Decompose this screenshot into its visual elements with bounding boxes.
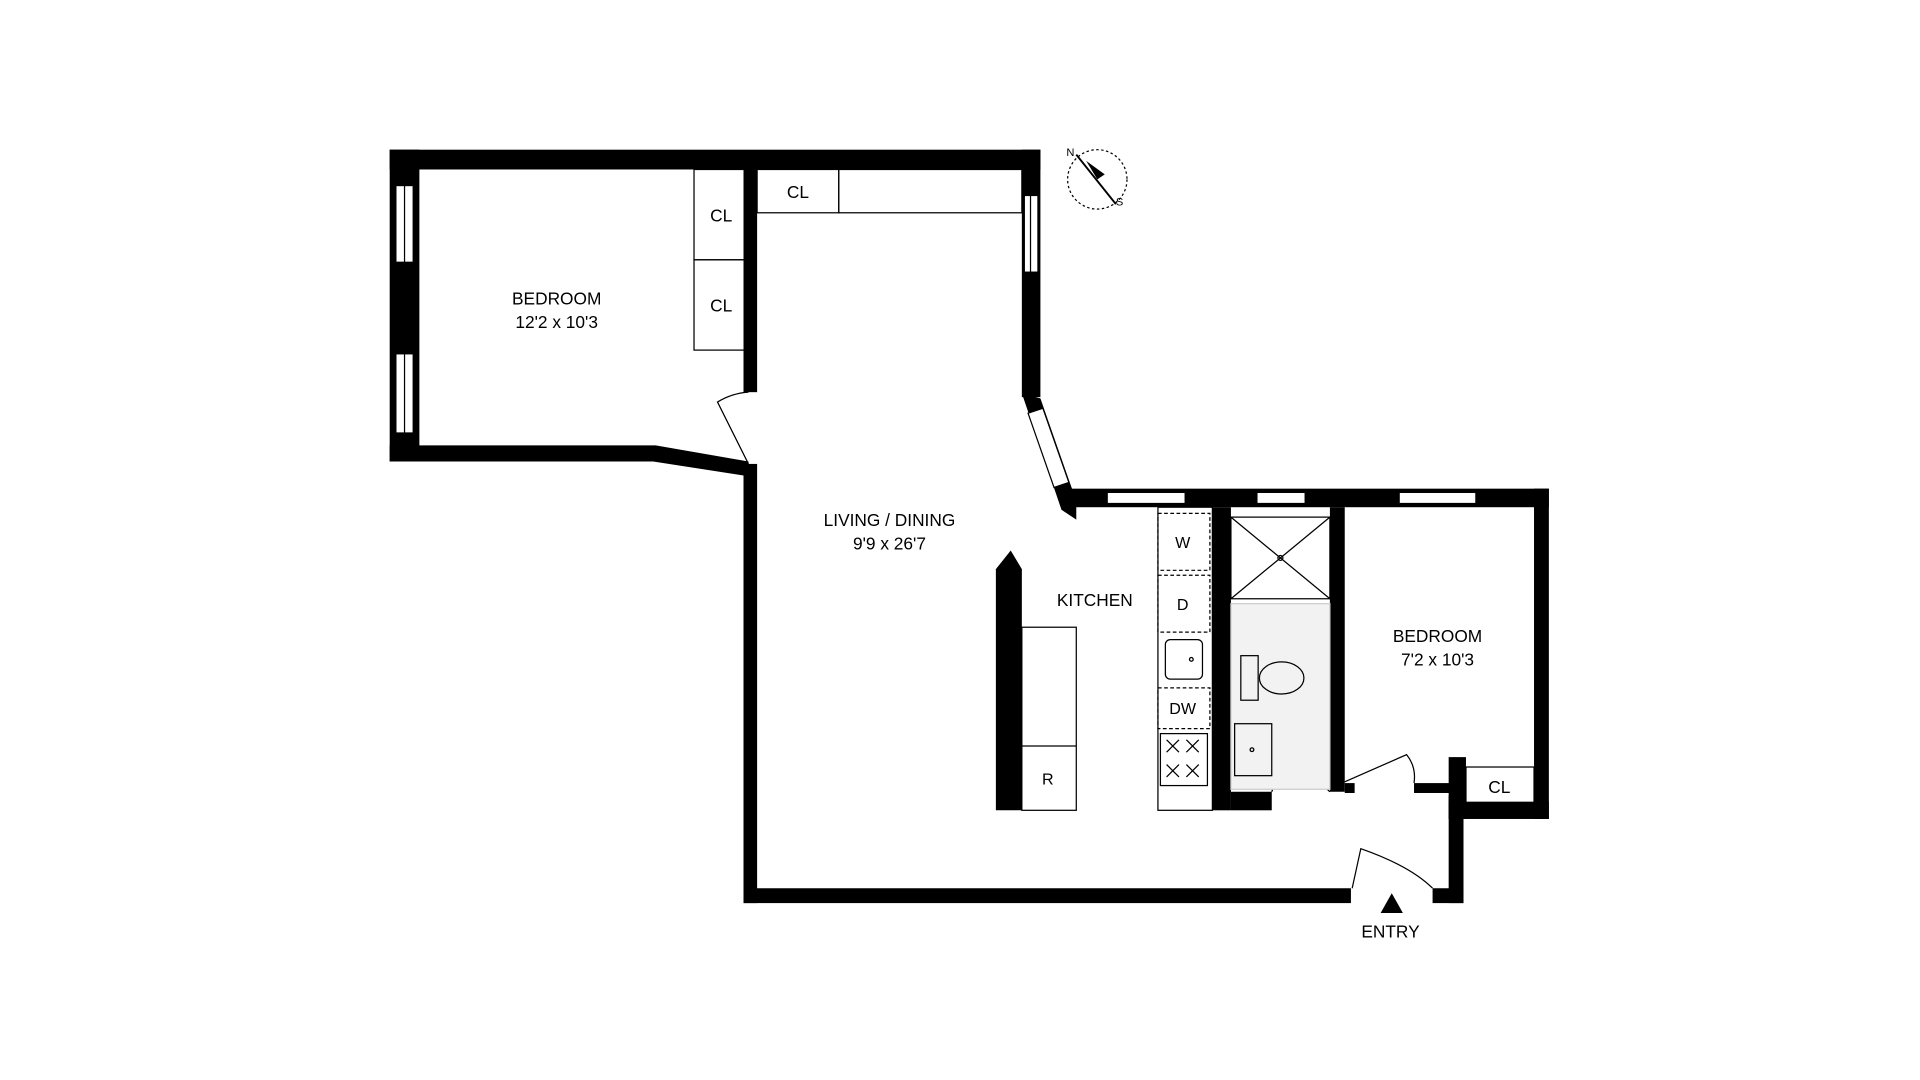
entry-arrow-icon — [1380, 893, 1403, 913]
living-size: 9'9 x 26'7 — [853, 533, 926, 553]
bedroom1-label: BEDROOM — [512, 288, 601, 308]
bedroom1-size: 12'2 x 10'3 — [515, 312, 598, 332]
bedroom2-label: BEDROOM — [1393, 626, 1482, 646]
compass: N S — [1066, 147, 1128, 210]
dryer-label: D — [1177, 596, 1189, 614]
washer-label: W — [1175, 534, 1191, 552]
bedroom2-size: 7'2 x 10'3 — [1401, 650, 1474, 670]
windows — [395, 184, 1477, 505]
dishwasher-label: DW — [1169, 700, 1197, 718]
refrigerator-label: R — [1042, 770, 1054, 788]
closet-label: CL — [787, 182, 809, 202]
entry-label: ENTRY — [1361, 922, 1420, 942]
kitchen-counter — [1021, 506, 1213, 811]
compass-south: S — [1116, 196, 1123, 208]
compass-north: N — [1066, 147, 1074, 159]
bathroom — [1230, 516, 1331, 790]
walls — [389, 149, 1549, 904]
living-label: LIVING / DINING — [824, 510, 956, 530]
closet-label: CL — [710, 205, 732, 225]
kitchen-label: KITCHEN — [1057, 590, 1133, 610]
closet-label: CL — [1488, 777, 1510, 797]
closets — [693, 168, 1535, 805]
closet-label: CL — [710, 296, 732, 316]
